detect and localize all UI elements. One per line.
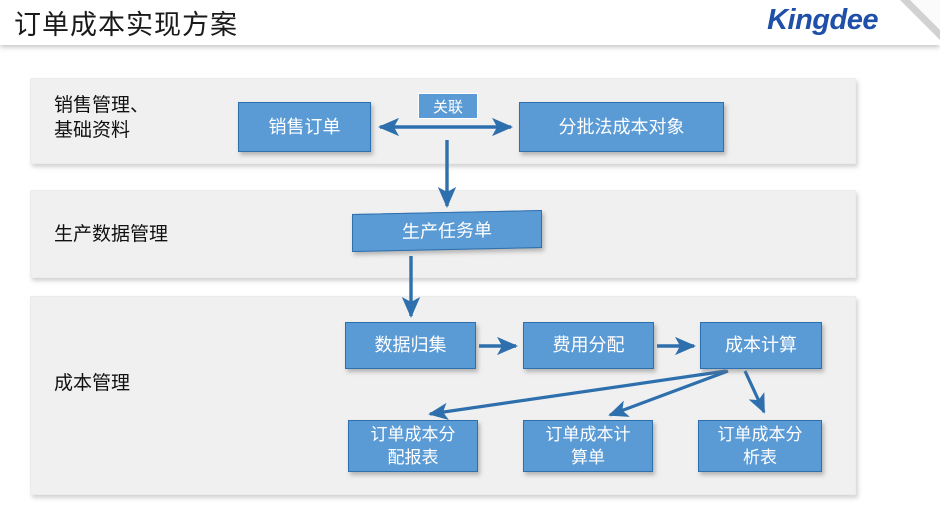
section-label-cost: 成本管理 bbox=[54, 373, 131, 394]
kingdee-logo: Kingdee bbox=[767, 4, 878, 36]
section-panel-sales bbox=[30, 78, 856, 164]
section-label-sales: 销售管理、 基础资料 bbox=[54, 95, 150, 141]
node-expense-allocation[interactable]: 费用分配 bbox=[523, 322, 654, 369]
node-data-gathering[interactable]: 数据归集 bbox=[345, 322, 476, 369]
node-order-cost-analysis-report[interactable]: 订单成本分 析表 bbox=[698, 420, 822, 472]
node-sales-order[interactable]: 销售订单 bbox=[238, 102, 371, 152]
node-batch-cost-object[interactable]: 分批法成本对象 bbox=[519, 102, 724, 152]
edge-label-association: 关联 bbox=[418, 93, 478, 119]
page-header: 订单成本实现方案 Kingdee bbox=[0, 0, 940, 46]
node-order-cost-calculation-sheet[interactable]: 订单成本计 算单 bbox=[523, 420, 653, 472]
page-curl-icon bbox=[894, 0, 940, 46]
section-label-production: 生产数据管理 bbox=[54, 224, 169, 245]
page-title: 订单成本实现方案 bbox=[14, 10, 238, 40]
node-cost-calculation[interactable]: 成本计算 bbox=[700, 322, 822, 369]
node-order-cost-allocation-report[interactable]: 订单成本分 配报表 bbox=[348, 420, 478, 472]
node-production-task-order[interactable]: 生产任务单 bbox=[352, 210, 542, 252]
